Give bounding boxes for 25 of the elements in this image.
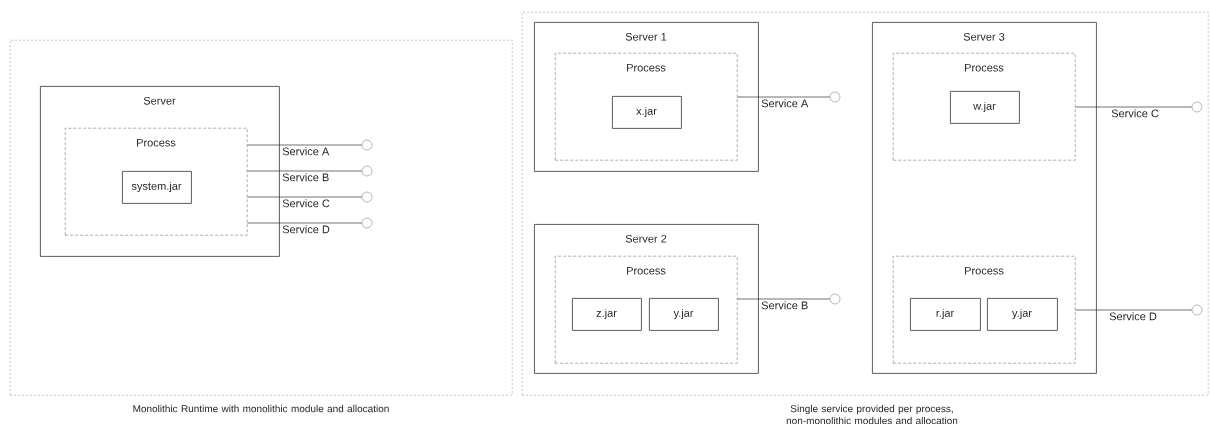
edge-label: Service A xyxy=(282,147,330,156)
edge-label: Service B xyxy=(761,301,808,310)
jar-box: y.jar xyxy=(987,298,1058,331)
connector-line xyxy=(1075,106,1193,108)
jar-box: r.jar xyxy=(910,298,981,331)
jar-box: w.jar xyxy=(950,91,1020,124)
edge-label: Service C xyxy=(1111,109,1159,118)
edge-label: Service B xyxy=(282,173,329,182)
connector-line xyxy=(737,96,831,98)
jar-box: x.jar xyxy=(612,96,682,129)
connector-line xyxy=(247,170,363,172)
edge-label: Service D xyxy=(282,225,330,234)
node-label: Monolithic Runtime with monolithic module and allocation xyxy=(133,404,389,413)
node-label: Single service provided per process, non-monolithic modules and allocation xyxy=(786,404,958,424)
connector-line xyxy=(247,222,363,224)
jar-box: system.jar xyxy=(122,171,192,204)
jar-box: y.jar xyxy=(649,298,719,331)
connector-line xyxy=(247,144,363,146)
edge-label: Service C xyxy=(282,199,330,208)
jar-box: z.jar xyxy=(572,298,642,331)
edge-label: Service D xyxy=(1109,312,1157,321)
edge-label: Service A xyxy=(761,99,809,108)
connector-line xyxy=(247,196,363,198)
connector-line xyxy=(1075,309,1193,311)
connector-line xyxy=(737,298,831,300)
